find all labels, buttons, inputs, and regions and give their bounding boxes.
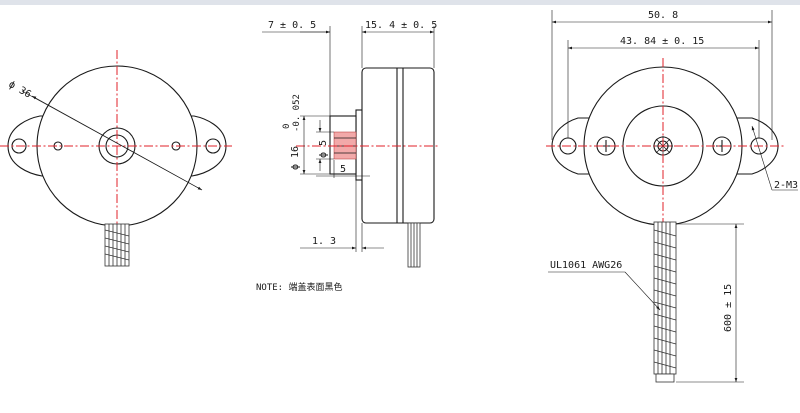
rear-screw-spec-label: 2-M3 — [774, 180, 798, 191]
side-boss-diameter-label: ϕ 16 — [290, 146, 301, 170]
side-thickness-label: 7 ± 0. 5 — [268, 20, 316, 31]
top-border-strip — [0, 0, 800, 5]
rear-overall-width-label: 50. 8 — [648, 10, 678, 21]
side-view: 7 ± 0. 5 15. 4 ± 0. 5 ϕ 16 0 -0. 052 ϕ 5… — [256, 20, 440, 293]
rear-view: 50. 8 43. 84 ± 0. 15 2-M3 UL1061 AWG26 6… — [546, 10, 798, 383]
rear-hole-spacing-label: 43. 84 ± 0. 15 — [620, 36, 704, 47]
side-shaft-diameter-label: ϕ 5 — [318, 140, 329, 158]
rear-cable-length-label: 600 ± 15 — [723, 284, 734, 332]
rear-cable-spec-label: UL1061 AWG26 — [550, 260, 622, 271]
front-view: ϕ 36 — [0, 50, 232, 267]
side-body-length-label: 15. 4 ± 0. 5 — [365, 20, 437, 31]
side-boss-tol-upper: 0 — [282, 124, 292, 129]
side-note: NOTE: 端盖表面黑色 — [256, 281, 343, 293]
side-shaft-length-label: 5 — [340, 164, 346, 175]
side-boss-tol-lower: -0. 052 — [292, 94, 302, 132]
front-diameter-label: ϕ 36 — [7, 79, 33, 101]
side-flange-thickness-label: 1. 3 — [312, 236, 336, 247]
